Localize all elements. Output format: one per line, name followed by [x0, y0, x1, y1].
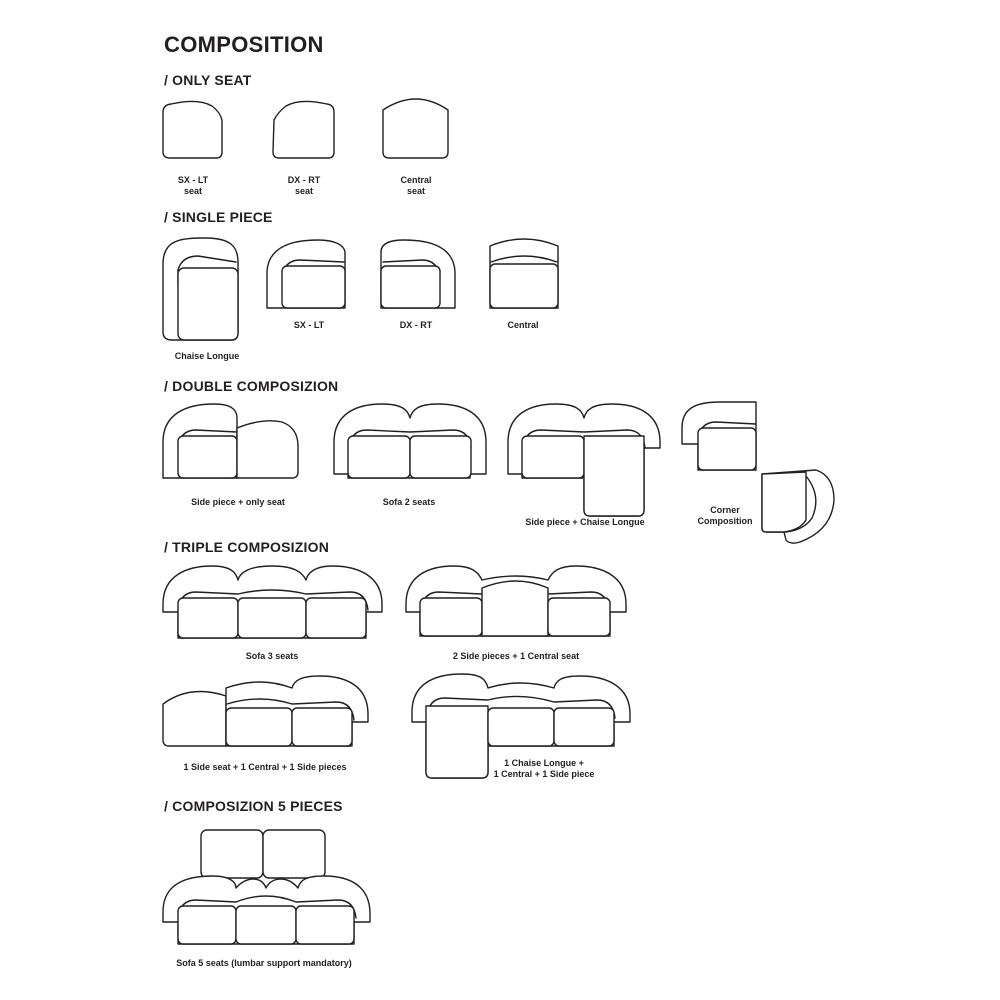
caption-line: Central: [400, 175, 432, 185]
sofa-3-drawing: [162, 565, 383, 639]
caption-side-only-seat: Side piece + only seat: [191, 497, 285, 507]
caption-sx-lt-seat: SX - LT seat: [178, 175, 208, 197]
caption-line: seat: [183, 186, 202, 196]
dx-rt-seat-drawing: [272, 100, 335, 159]
sx-lt-seat-drawing: [162, 100, 223, 159]
sofa-5-drawing: [162, 829, 371, 945]
side-chaise-drawing: [507, 403, 661, 517]
side-only-seat-drawing: [162, 403, 299, 479]
caption-side-chaise: Side piece + Chaise Longue: [525, 517, 645, 527]
caption-line: 1 Chaise Longue +: [504, 758, 584, 768]
corner-composition-drawing: [681, 401, 835, 544]
section-heading-double: / DOUBLE COMPOSIZION: [164, 378, 339, 394]
caption-side-seat-central-side: 1 Side seat + 1 Central + 1 Side pieces: [183, 762, 347, 772]
caption-central-seat: Central seat: [400, 175, 431, 197]
central-seat-drawing: [382, 98, 449, 159]
caption-sofa-2: Sofa 2 seats: [382, 497, 436, 507]
two-side-central-drawing: [405, 565, 627, 637]
caption-line: Composition: [697, 516, 753, 526]
section-heading-triple: / TRIPLE COMPOSIZION: [164, 539, 330, 555]
caption-line: Corner: [710, 505, 740, 515]
central-drawing: [489, 238, 559, 309]
section-heading-five: / COMPOSIZION 5 PIECES: [164, 798, 343, 814]
caption-line: DX - RT: [287, 175, 321, 185]
caption-line: 1 Central + 1 Side piece: [493, 769, 595, 779]
caption-two-side-central: 2 Side pieces + 1 Central seat: [452, 651, 580, 661]
caption-sofa-3: Sofa 3 seats: [245, 651, 299, 661]
caption-central: Central: [507, 320, 539, 330]
caption-line: seat: [294, 186, 313, 196]
page-title: COMPOSITION: [164, 32, 324, 57]
side-seat-central-side-drawing: [162, 675, 369, 747]
section-heading-only-seat: / ONLY SEAT: [164, 72, 252, 88]
caption-corner-composition: Corner Composition: [698, 505, 753, 527]
dx-rt-drawing: [380, 239, 456, 309]
caption-dx-rt-seat: DX - RT seat: [288, 175, 321, 197]
sx-lt-drawing: [266, 239, 346, 309]
caption-line: SX - LT: [177, 175, 209, 185]
chaise-longue-drawing: [162, 237, 239, 341]
caption-sofa-5: Sofa 5 seats (lumbar support mandatory): [176, 958, 352, 968]
caption-line: seat: [406, 186, 426, 196]
caption-chaise-central-side: 1 Chaise Longue + 1 Central + 1 Side pie…: [494, 758, 595, 780]
caption-chaise-longue: Chaise Longue: [174, 351, 240, 361]
section-heading-single-piece: / SINGLE PIECE: [164, 209, 273, 225]
sofa-2-drawing: [333, 403, 487, 479]
caption-dx-rt: DX - RT: [399, 320, 433, 330]
caption-sx-lt: SX - LT: [293, 320, 325, 330]
chaise-central-side-drawing: [411, 673, 631, 779]
